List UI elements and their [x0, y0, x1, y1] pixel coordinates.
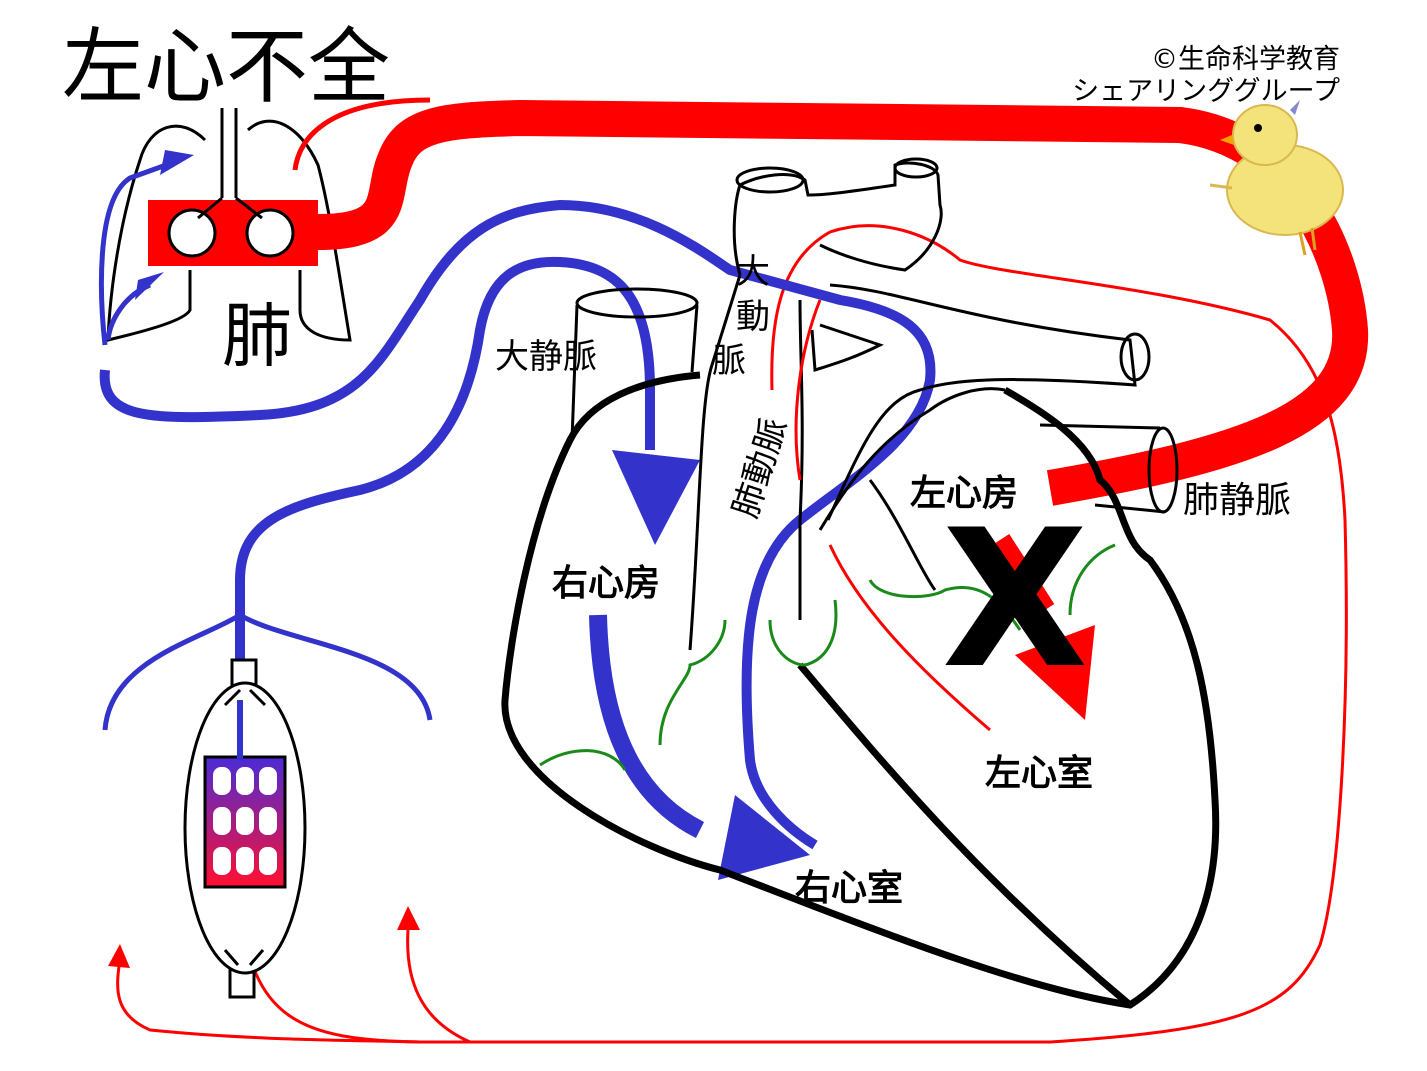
bronchi — [197, 196, 263, 220]
aorta-red-line — [828, 544, 991, 732]
right-atrium-to-ventricle-flow — [589, 614, 705, 839]
vena-cava-label: 大静脈 — [495, 337, 597, 377]
lung-label: 肺 — [222, 295, 292, 377]
right-ventricle-arrowhead — [718, 795, 810, 880]
lung-arrow-upper — [160, 150, 194, 175]
capillary-tissue-icon — [183, 658, 307, 999]
pulmonary-vein-label: 肺静脈 — [1183, 480, 1291, 521]
tissue-branches — [102, 612, 433, 731]
alveolus-right — [245, 208, 295, 258]
chick-mascot-icon — [1209, 100, 1344, 256]
right-atrium-label: 右心房 — [552, 563, 660, 604]
left-ventricle-label: 左心室 — [985, 753, 1093, 794]
heart-diagram — [501, 157, 1220, 1009]
aorta-label-char-1: 大 — [736, 252, 770, 292]
credit-line-2: シェアリンググループ — [1072, 76, 1340, 107]
page-title: 左心不全 — [62, 20, 390, 115]
aorta-red-line-2 — [794, 299, 822, 481]
alveolus-left — [167, 208, 217, 258]
systemic-artery-thin — [116, 224, 1348, 1044]
aorta-label-char-2: 動 — [736, 297, 770, 337]
venous-return-upper — [99, 199, 936, 850]
vena-cava-flow — [235, 256, 655, 760]
heart-valves — [539, 543, 1116, 771]
arrow-head-right-limb — [397, 906, 420, 930]
left-atrium-to-ventricle-flow — [990, 534, 1055, 616]
arrow-head-left-limb — [108, 944, 130, 968]
systemic-artery-right-limb — [406, 929, 471, 1044]
credit-line-1: ©生命科学教育 — [1151, 44, 1340, 75]
left-atrium-label: 左心房 — [910, 473, 1018, 514]
pulmonary-artery-label: 肺動脈 — [726, 413, 796, 522]
aorta-label-char-3: 脈 — [712, 341, 746, 381]
left-ventricle-arrowhead — [1015, 625, 1095, 720]
lung-arrow-lower — [135, 272, 164, 300]
failure-x-mark: X — [942, 489, 1089, 710]
right-ventricle-label: 右心室 — [795, 868, 903, 909]
lung-blue-branch-upper — [98, 157, 181, 346]
pulmonary-vein-to-lung — [292, 97, 431, 171]
vena-cava-arrowhead — [612, 450, 700, 545]
